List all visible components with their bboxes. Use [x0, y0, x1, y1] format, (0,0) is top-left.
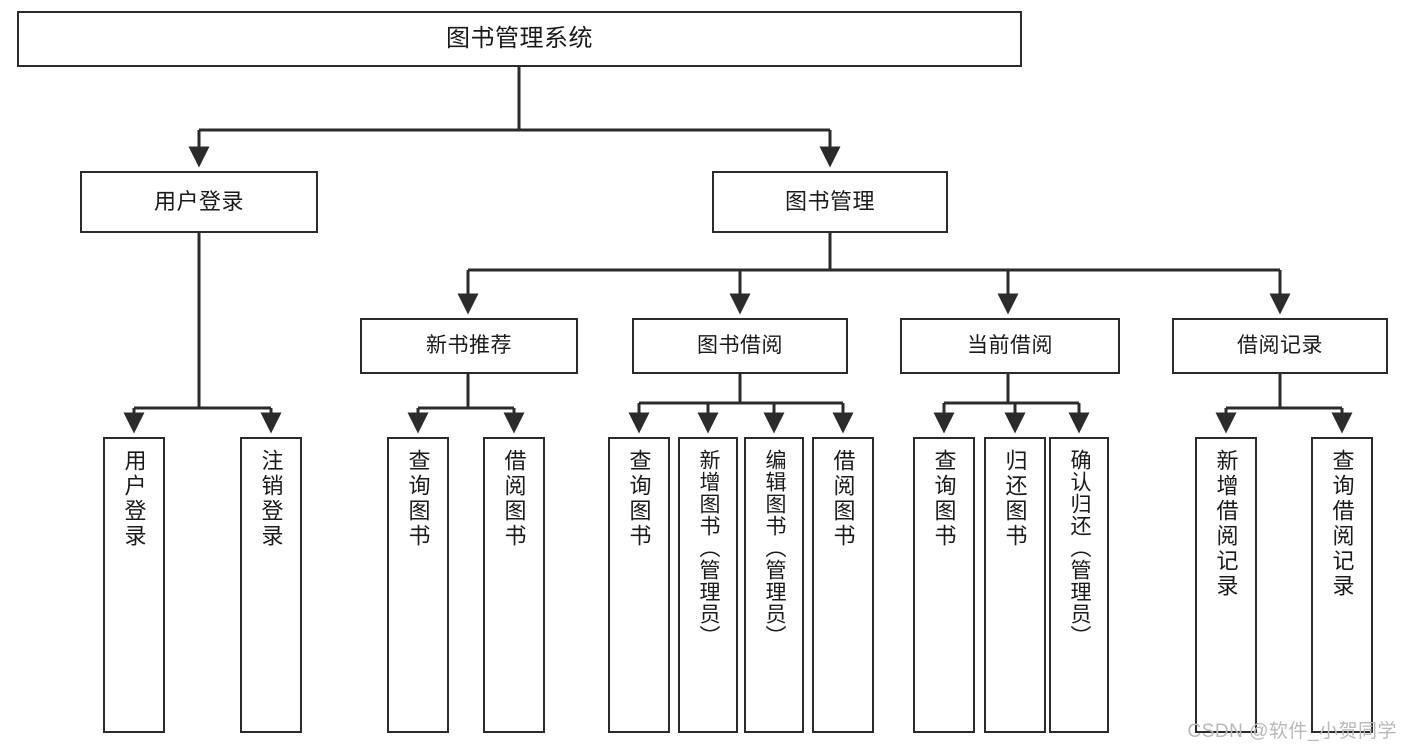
node-label: 查询图书	[931, 449, 957, 549]
node-label: 新增图书（管理员）	[697, 449, 721, 647]
node-current-borrow[interactable]: 当前借阅	[900, 318, 1120, 374]
node-root-system[interactable]: 图书管理系统	[17, 11, 1022, 67]
node-label: 图书管理系统	[446, 24, 593, 52]
node-book-borrow[interactable]: 图书借阅	[632, 318, 848, 374]
node-book-manage[interactable]: 图书管理	[712, 171, 948, 233]
current-borrow-to-leaf-edges	[933, 374, 1090, 434]
node-leaf-add-book-admin[interactable]: 新增图书（管理员）	[678, 437, 738, 733]
node-leaf-query-book-1[interactable]: 查询图书	[387, 437, 449, 733]
node-label: 查询借阅记录	[1329, 449, 1355, 599]
borrow-record-to-leaf-edges	[1215, 374, 1353, 434]
node-leaf-return-book[interactable]: 归还图书	[984, 437, 1046, 733]
node-label: 新书推荐	[426, 333, 512, 357]
node-label: 用户登录	[153, 189, 244, 215]
node-label: 新增借阅记录	[1213, 449, 1239, 599]
node-label: 图书管理	[784, 189, 875, 215]
node-leaf-borrow-book-2[interactable]: 借阅图书	[812, 437, 874, 733]
node-label: 当前借阅	[967, 333, 1053, 357]
book-borrow-to-leaf-edges	[628, 374, 854, 434]
node-leaf-add-borrow-record[interactable]: 新增借阅记录	[1195, 437, 1257, 733]
node-leaf-query-book-2[interactable]: 查询图书	[608, 437, 670, 733]
node-label: 确认归还（管理员）	[1068, 449, 1092, 647]
node-label: 图书借阅	[697, 333, 783, 357]
node-label: 查询图书	[626, 449, 652, 549]
node-label: 借阅图书	[501, 449, 527, 549]
node-label: 查询图书	[405, 449, 431, 549]
node-label: 用户登录	[121, 449, 147, 549]
watermark-text: CSDN @软件_小贺同学	[1187, 721, 1397, 742]
node-leaf-confirm-return-admin[interactable]: 确认归还（管理员）	[1049, 437, 1109, 733]
node-leaf-query-borrow-record[interactable]: 查询借阅记录	[1311, 437, 1373, 733]
node-leaf-borrow-book-1[interactable]: 借阅图书	[483, 437, 545, 733]
node-leaf-user-login[interactable]: 用户登录	[103, 437, 165, 733]
node-leaf-query-book-3[interactable]: 查询图书	[913, 437, 975, 733]
node-label: 借阅图书	[830, 449, 856, 549]
node-label: 借阅记录	[1237, 333, 1323, 357]
node-user-login[interactable]: 用户登录	[80, 171, 318, 233]
new-book-recommend-to-leaf-edges	[407, 374, 525, 434]
book-manage-to-tier3-edges	[457, 233, 1291, 315]
user-login-to-leaf-edges	[123, 233, 282, 434]
node-leaf-edit-book-admin[interactable]: 编辑图书（管理员）	[744, 437, 804, 733]
node-leaf-user-logout[interactable]: 注销登录	[240, 437, 302, 733]
root-to-tier2-edges	[188, 67, 841, 168]
node-new-book-recommend[interactable]: 新书推荐	[360, 318, 578, 374]
node-label: 编辑图书（管理员）	[763, 449, 787, 647]
node-borrow-record[interactable]: 借阅记录	[1172, 318, 1388, 374]
node-label: 归还图书	[1002, 449, 1028, 549]
node-label: 注销登录	[258, 449, 284, 549]
